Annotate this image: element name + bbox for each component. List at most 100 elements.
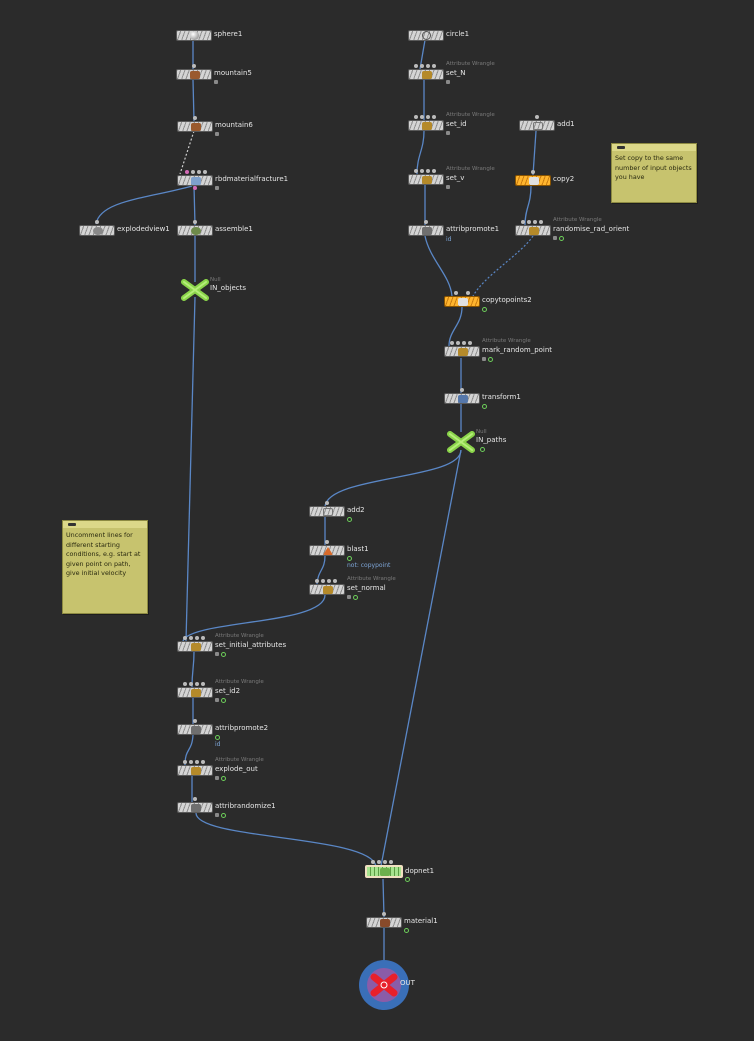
wrangle-icon (191, 689, 201, 697)
node-body[interactable] (408, 30, 444, 41)
randomize-icon (191, 804, 201, 812)
node-in-paths[interactable]: Null IN_paths (447, 429, 506, 453)
node-label: blast1 (347, 545, 369, 553)
sticky-note-header[interactable] (612, 144, 696, 151)
node-body[interactable] (444, 393, 480, 404)
node-body[interactable] (365, 865, 403, 878)
wrangle-icon (191, 767, 201, 775)
node-body[interactable] (309, 506, 345, 517)
node-label: add1 (557, 120, 575, 128)
node-parameter-text: not: copypoint (347, 562, 391, 569)
node-body[interactable] (177, 765, 213, 776)
lock-icon[interactable] (215, 132, 219, 136)
node-label: attribpromote1 (446, 225, 500, 233)
node-body[interactable] (309, 584, 345, 595)
sticky-note-text[interactable]: Set copy to the same number of input obj… (615, 154, 692, 181)
lock-icon[interactable] (214, 80, 218, 84)
lock-icon[interactable] (347, 595, 351, 599)
node-label: sphere1 (214, 30, 243, 38)
bypass-flag[interactable] (480, 447, 485, 452)
bypass-flag[interactable] (221, 813, 226, 818)
lock-icon[interactable] (215, 698, 219, 702)
node-parameter-text: id (446, 236, 452, 243)
mountain-icon (191, 123, 201, 131)
sticky-note-header[interactable] (63, 521, 147, 528)
lock-icon[interactable] (446, 185, 450, 189)
node-label: add2 (347, 506, 365, 514)
node-body[interactable] (177, 175, 213, 186)
transform-icon (458, 395, 468, 403)
node-body[interactable] (519, 120, 555, 131)
lock-icon[interactable] (215, 813, 219, 817)
node-body[interactable] (309, 545, 345, 556)
node-label: dopnet1 (405, 867, 435, 875)
lock-icon[interactable] (215, 186, 219, 190)
bypass-flag[interactable] (559, 236, 564, 241)
node-label: set_v (446, 174, 465, 182)
bypass-flag[interactable] (347, 517, 352, 522)
node-body[interactable] (408, 174, 444, 185)
sticky-note-copy[interactable]: Set copy to the same number of input obj… (611, 143, 697, 203)
bypass-flag[interactable] (347, 556, 352, 561)
bypass-flag[interactable] (221, 698, 226, 703)
lock-icon[interactable] (215, 652, 219, 656)
bypass-flag[interactable] (482, 404, 487, 409)
lock-icon[interactable] (215, 776, 219, 780)
node-body[interactable] (408, 69, 444, 80)
lock-icon[interactable] (446, 131, 450, 135)
node-body[interactable] (177, 724, 213, 735)
node-type-label: Attribute Wrangle (215, 633, 264, 639)
node-body[interactable] (408, 225, 444, 236)
circle-icon (422, 31, 431, 40)
lock-icon[interactable] (553, 236, 557, 240)
bypass-flag[interactable] (353, 595, 358, 600)
sticky-note-uncomment[interactable]: Uncomment lines for different starting c… (62, 520, 148, 614)
wrangle-icon (529, 227, 539, 235)
wire (324, 449, 462, 507)
bypass-flag[interactable] (482, 307, 487, 312)
node-body[interactable] (176, 30, 212, 41)
node-label: IN_paths (476, 436, 507, 444)
lock-icon[interactable] (446, 80, 450, 84)
node-out[interactable]: OUT (358, 959, 415, 1011)
copy-icon (458, 298, 468, 306)
dashed-wire (179, 130, 195, 175)
node-in-objects[interactable]: Null IN_objects (181, 277, 246, 301)
lock-icon[interactable] (482, 357, 486, 361)
node-body[interactable] (176, 69, 212, 80)
node-label: set_id2 (215, 687, 241, 695)
wire (380, 449, 462, 867)
bypass-flag[interactable] (404, 928, 409, 933)
promote-icon (191, 726, 201, 734)
dop-network-icon (380, 868, 390, 876)
node-body[interactable] (444, 346, 480, 357)
node-body[interactable] (444, 296, 480, 307)
node-body[interactable] (177, 802, 213, 813)
node-label: attribrandomize1 (215, 802, 276, 810)
node-body[interactable] (177, 121, 213, 132)
node-type-label: Null (210, 277, 221, 283)
bypass-flag[interactable] (221, 652, 226, 657)
bypass-flag[interactable] (488, 357, 493, 362)
node-body[interactable] (79, 225, 115, 236)
node-body[interactable] (366, 917, 402, 928)
node-body[interactable] (408, 120, 444, 131)
dashed-wire (472, 235, 534, 297)
node-body[interactable] (515, 175, 551, 186)
bypass-flag[interactable] (221, 776, 226, 781)
node-body[interactable] (177, 225, 213, 236)
sticky-note-text[interactable]: Uncomment lines for different starting c… (66, 531, 141, 577)
assemble-icon (191, 227, 201, 235)
node-body[interactable] (177, 687, 213, 698)
node-label: mark_random_point (482, 346, 553, 354)
node-body[interactable] (515, 225, 551, 236)
node-body[interactable] (177, 641, 213, 652)
add-icon (533, 122, 543, 130)
bypass-flag[interactable] (405, 877, 410, 882)
collapse-icon[interactable] (617, 146, 625, 149)
node-label: OUT (400, 979, 415, 987)
node-label: transform1 (482, 393, 521, 401)
bypass-flag[interactable] (215, 735, 220, 740)
collapse-icon[interactable] (68, 523, 76, 526)
